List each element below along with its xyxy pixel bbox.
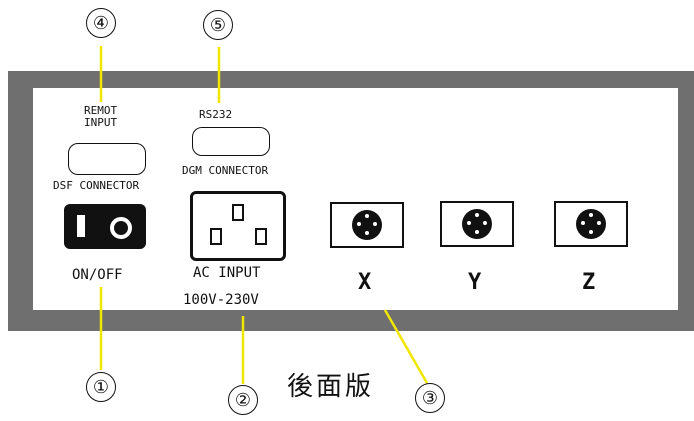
din-connector-icon — [462, 209, 492, 239]
voltage-label: 100V-230V — [183, 292, 259, 308]
din-connector-icon — [352, 210, 382, 240]
din-connector-y — [440, 201, 514, 247]
panel-face — [33, 88, 678, 310]
ac-pin-left — [210, 228, 222, 245]
axis-z-label: Z — [582, 270, 596, 295]
switch-off-mark — [110, 217, 132, 239]
dgm-connector-label: DGM CONNECTOR — [182, 164, 269, 177]
switch-on-mark — [77, 215, 85, 237]
ac-input-label: AC INPUT — [193, 265, 261, 281]
dsf-connector-label: DSF CONNECTOR — [53, 179, 140, 192]
din-connector-x — [330, 202, 404, 248]
caption: 後面版 — [287, 372, 375, 402]
callout-4: ④ — [86, 8, 116, 38]
on-off-label: ON/OFF — [72, 267, 123, 283]
rs232-port — [192, 127, 270, 156]
axis-x-label: X — [358, 270, 372, 295]
callout-5: ⑤ — [203, 10, 233, 40]
ac-pin-top — [232, 204, 244, 221]
remote-input-port — [68, 143, 146, 175]
ac-socket-icon — [190, 191, 286, 261]
rs232-label: RS232 — [199, 108, 233, 121]
leader-line-3 — [383, 309, 429, 384]
ac-pin-right — [255, 228, 267, 245]
din-connector-z — [554, 201, 628, 247]
power-switch-icon — [64, 204, 146, 249]
callout-2: ② — [228, 385, 258, 415]
axis-y-label: Y — [468, 270, 482, 295]
remote-input-label-line2: INPUT — [84, 116, 118, 129]
din-connector-icon — [576, 209, 606, 239]
callout-1: ① — [86, 372, 116, 402]
callout-3: ③ — [415, 383, 445, 413]
remote-input-label-line1: REMOT — [84, 104, 118, 117]
